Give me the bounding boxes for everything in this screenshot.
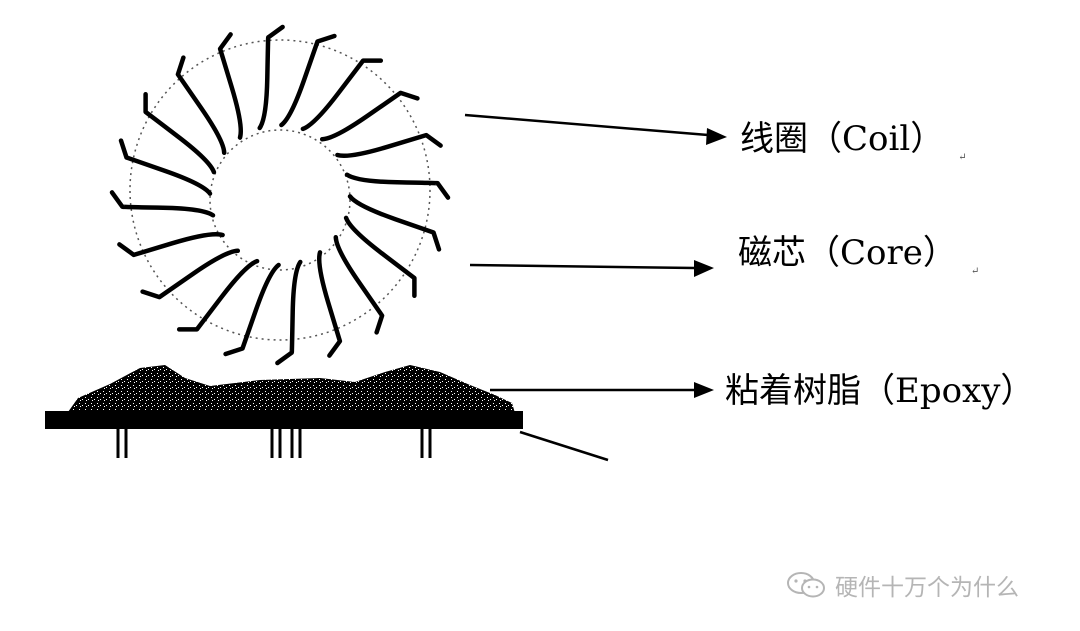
coil-turn xyxy=(319,90,420,142)
watermark: 硬件十万个为什么 xyxy=(785,568,1019,602)
coil-turn xyxy=(217,32,244,140)
coil-turn xyxy=(140,248,241,300)
label-coil-text: 线圈（Coil） xyxy=(740,119,945,159)
coil-turn xyxy=(109,190,216,218)
label-coil: 线圈（Coil） ↵ xyxy=(740,122,967,163)
coil-turn xyxy=(143,91,217,175)
coil-turn xyxy=(316,250,343,358)
arrow-core xyxy=(469,260,714,277)
return-mark: ↵ xyxy=(970,266,980,277)
label-core: 磁芯（Core） ↵ xyxy=(738,236,979,277)
coil-turn xyxy=(117,231,225,258)
coil-turn xyxy=(333,234,385,335)
watermark-text: 硬件十万个为什么 xyxy=(835,575,1019,601)
epoxy xyxy=(68,365,515,413)
wechat-icon xyxy=(787,572,825,598)
coil-turn xyxy=(175,55,227,156)
coil-turn xyxy=(275,259,303,366)
coil-turn xyxy=(343,215,417,299)
pcb-board xyxy=(45,411,523,429)
coil-turn xyxy=(347,194,442,252)
coil-windings xyxy=(109,24,451,366)
label-epoxy: 粘着树脂（Epoxy） xyxy=(725,374,1034,408)
arrow-epoxy xyxy=(490,382,714,398)
label-epoxy-text: 粘着树脂（Epoxy） xyxy=(725,371,1035,411)
coil-turn xyxy=(344,172,451,200)
label-core-text: 磁芯（Core） xyxy=(738,233,957,273)
coil-turn xyxy=(335,132,443,159)
arrow-coil xyxy=(464,113,727,145)
coil-turn xyxy=(176,258,260,332)
board-edge-line xyxy=(519,430,609,462)
coil-turn xyxy=(300,58,384,132)
return-mark: ↵ xyxy=(958,152,967,163)
coil-turn xyxy=(279,33,337,128)
coil-turn xyxy=(118,138,213,196)
coil-turn xyxy=(257,24,285,131)
coil-turn xyxy=(223,262,281,357)
core-outline xyxy=(129,39,431,341)
pins xyxy=(116,429,432,458)
